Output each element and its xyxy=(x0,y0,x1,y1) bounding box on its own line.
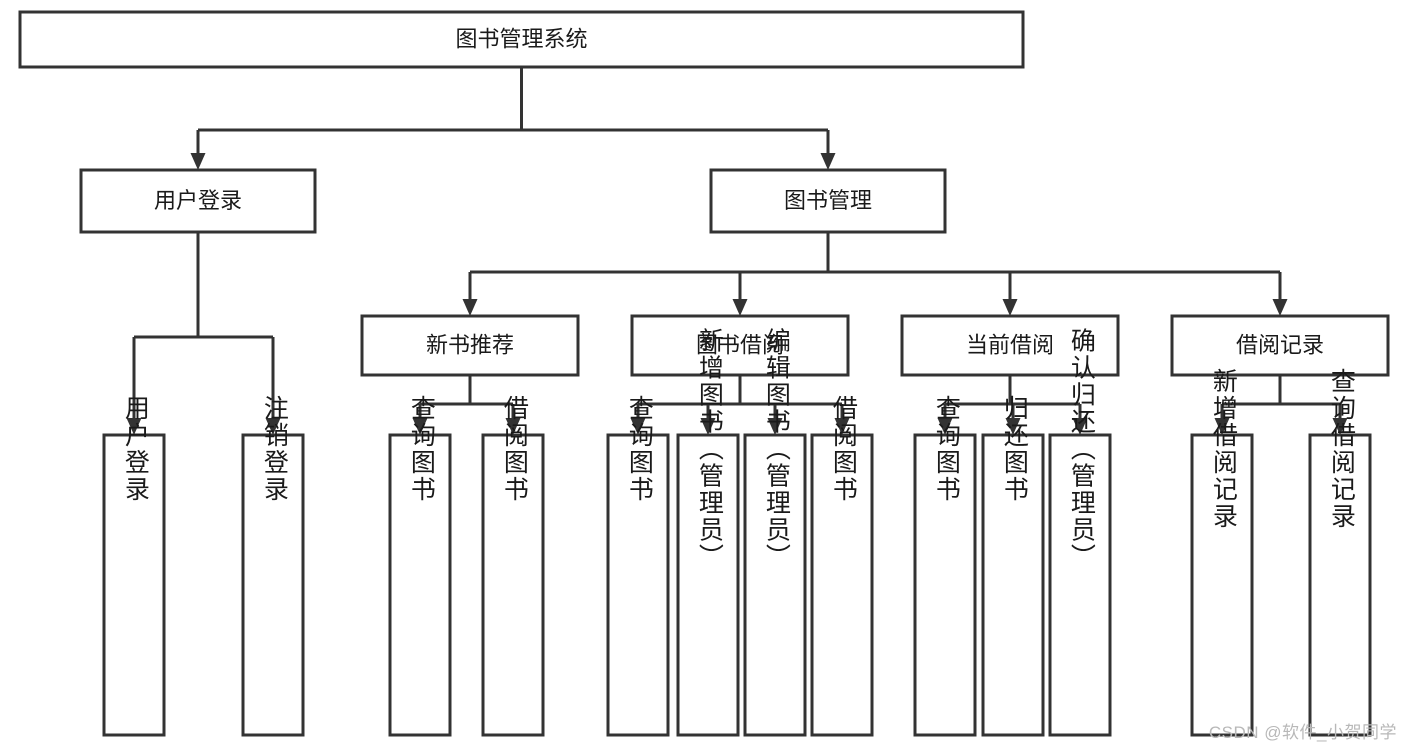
node-label: 借阅图书 xyxy=(500,395,529,503)
node-box[interactable] xyxy=(981,433,1045,737)
edges-layer xyxy=(126,67,1348,435)
node-l6[interactable]: 新增图书（管理员） xyxy=(676,328,740,737)
node-current[interactable]: 当前借阅 xyxy=(900,314,1120,377)
arrow-head-icon xyxy=(126,418,142,435)
node-box[interactable] xyxy=(676,433,740,737)
node-box[interactable] xyxy=(630,314,850,377)
node-l1[interactable]: 用户登录 xyxy=(102,395,166,737)
node-label: 查询图书 xyxy=(625,395,654,503)
node-l10[interactable]: 归还图书 xyxy=(981,395,1045,737)
node-label: 用户登录 xyxy=(154,188,242,213)
node-label: 确认归还（管理员） xyxy=(1067,328,1096,571)
node-label: 编辑图书（管理员） xyxy=(762,328,791,571)
node-label: 归还图书 xyxy=(1000,395,1029,503)
node-l11[interactable]: 确认归还（管理员） xyxy=(1048,328,1112,737)
node-label: 借阅图书 xyxy=(829,395,858,503)
node-box[interactable] xyxy=(18,10,1025,69)
node-label: 新书推荐 xyxy=(426,332,514,357)
node-newbook[interactable]: 新书推荐 xyxy=(360,314,580,377)
arrow-head-icon xyxy=(820,153,836,170)
node-root[interactable]: 图书管理系统 xyxy=(18,10,1025,69)
arrow-head-icon xyxy=(732,299,748,316)
node-box[interactable] xyxy=(1308,433,1372,737)
arrow-head-icon xyxy=(630,418,646,435)
nodes-layer: 图书管理系统用户登录图书管理新书推荐图书借阅当前借阅借阅记录用户登录注销登录查询… xyxy=(18,10,1390,737)
arrow-head-icon xyxy=(190,153,206,170)
node-box[interactable] xyxy=(102,433,166,737)
node-label: 查询借阅记录 xyxy=(1327,368,1356,530)
node-l13[interactable]: 查询借阅记录 xyxy=(1308,368,1372,737)
node-login[interactable]: 用户登录 xyxy=(79,168,317,234)
node-box[interactable] xyxy=(1170,314,1390,377)
node-box[interactable] xyxy=(810,433,874,737)
edge-group-root xyxy=(190,67,836,170)
node-label: 注销登录 xyxy=(260,395,289,503)
node-l8[interactable]: 借阅图书 xyxy=(810,395,874,737)
node-label: 当前借阅 xyxy=(966,332,1054,357)
edge-group-borrow xyxy=(630,375,850,435)
node-box[interactable] xyxy=(606,433,670,737)
node-l12[interactable]: 新增借阅记录 xyxy=(1190,368,1254,737)
arrow-head-icon xyxy=(1005,418,1021,435)
node-l3[interactable]: 查询图书 xyxy=(388,395,452,737)
node-borrow[interactable]: 图书借阅 xyxy=(630,314,850,377)
arrow-head-icon xyxy=(700,418,716,435)
edge-group-record xyxy=(1214,375,1348,435)
edge-group-newbook xyxy=(412,375,521,435)
arrow-head-icon xyxy=(505,418,521,435)
node-label: 图书借阅 xyxy=(696,332,784,357)
node-label: 借阅记录 xyxy=(1236,332,1324,357)
arrow-head-icon xyxy=(462,299,478,316)
arrow-head-icon xyxy=(937,418,953,435)
node-bookmgmt[interactable]: 图书管理 xyxy=(709,168,947,234)
node-l7[interactable]: 编辑图书（管理员） xyxy=(743,328,807,737)
node-box[interactable] xyxy=(1190,433,1254,737)
edge-group-bookmgmt xyxy=(462,232,1288,316)
arrow-head-icon xyxy=(767,418,783,435)
node-l5[interactable]: 查询图书 xyxy=(606,395,670,737)
arrow-head-icon xyxy=(1272,299,1288,316)
node-l9[interactable]: 查询图书 xyxy=(913,395,977,737)
node-label: 查询图书 xyxy=(407,395,436,503)
node-l2[interactable]: 注销登录 xyxy=(241,395,305,737)
node-box[interactable] xyxy=(79,168,317,234)
node-box[interactable] xyxy=(241,433,305,737)
node-box[interactable] xyxy=(743,433,807,737)
node-box[interactable] xyxy=(388,433,452,737)
node-label: 用户登录 xyxy=(121,395,150,503)
arrow-head-icon xyxy=(1002,299,1018,316)
arrow-head-icon xyxy=(1214,418,1230,435)
arrow-head-icon xyxy=(1072,418,1088,435)
node-box[interactable] xyxy=(913,433,977,737)
node-label: 图书管理系统 xyxy=(455,26,587,51)
arrow-head-icon xyxy=(412,418,428,435)
node-l4[interactable]: 借阅图书 xyxy=(481,395,545,737)
watermark-text: CSDN @软件_小贺同学 xyxy=(1208,723,1397,742)
edge-group-current xyxy=(937,375,1088,435)
node-label: 新增借阅记录 xyxy=(1209,368,1238,530)
node-box[interactable] xyxy=(360,314,580,377)
node-box[interactable] xyxy=(1048,433,1112,737)
node-box[interactable] xyxy=(900,314,1120,377)
node-box[interactable] xyxy=(709,168,947,234)
edge-group-login xyxy=(126,232,281,435)
arrow-head-icon xyxy=(1332,418,1348,435)
node-box[interactable] xyxy=(481,433,545,737)
node-label: 查询图书 xyxy=(932,395,961,503)
node-label: 图书管理 xyxy=(784,188,872,213)
arrow-head-icon xyxy=(265,418,281,435)
node-label: 新增图书（管理员） xyxy=(695,328,724,571)
node-record[interactable]: 借阅记录 xyxy=(1170,314,1390,377)
arrow-head-icon xyxy=(834,418,850,435)
